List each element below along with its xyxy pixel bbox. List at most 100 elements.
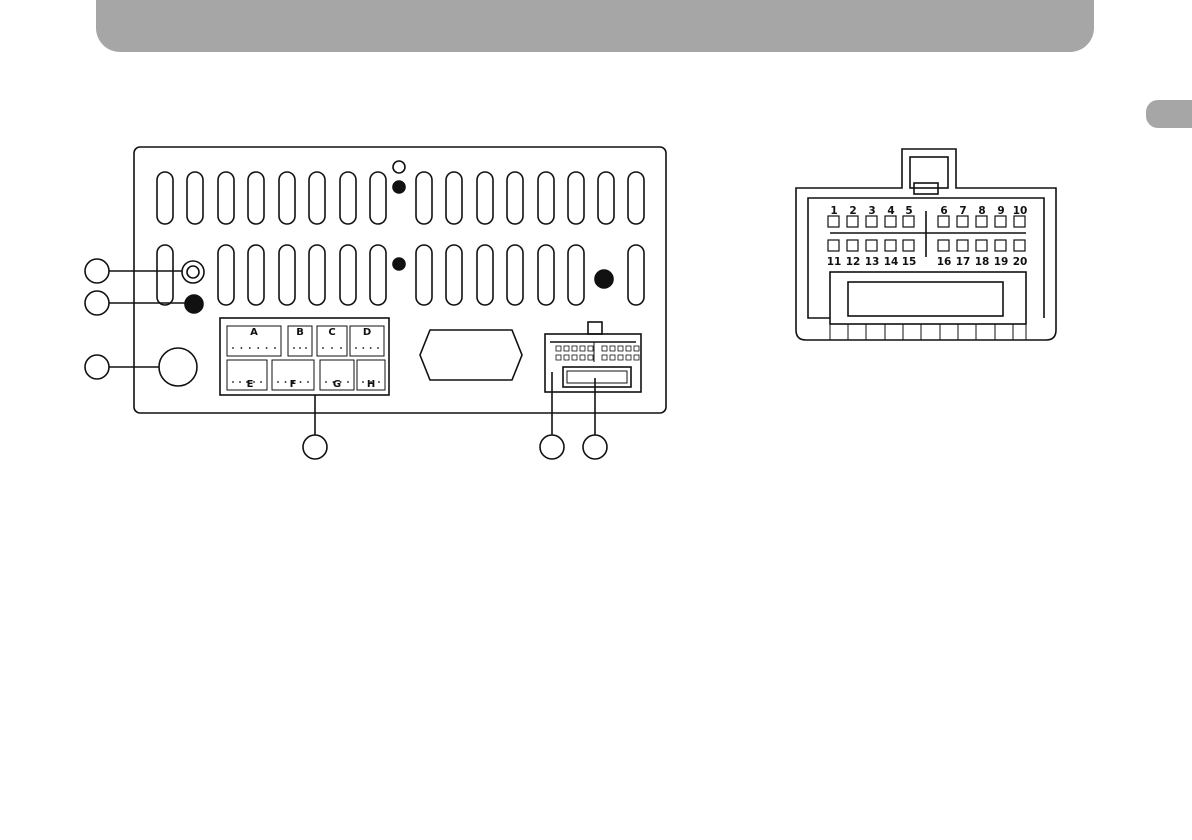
pin-label: 12 bbox=[846, 256, 861, 268]
socket-pin bbox=[626, 355, 631, 360]
vent-slot bbox=[370, 245, 386, 305]
vent-slot bbox=[416, 245, 432, 305]
plug-pin bbox=[239, 381, 241, 383]
screw-hole-middle bbox=[393, 258, 405, 270]
plug-pin bbox=[370, 347, 372, 349]
plug-pin bbox=[299, 347, 301, 349]
pin-label: 11 bbox=[827, 256, 842, 268]
vent-slot bbox=[446, 172, 462, 224]
callout-circle-3 bbox=[85, 355, 109, 379]
pin-square bbox=[976, 216, 987, 227]
vent-slot bbox=[568, 245, 584, 305]
plug-pin bbox=[307, 381, 309, 383]
oval-opening bbox=[420, 330, 522, 380]
plug-pin bbox=[274, 347, 276, 349]
plug-pin bbox=[362, 347, 364, 349]
pin-square bbox=[866, 240, 877, 251]
connector-label: H bbox=[367, 379, 375, 390]
socket-pin bbox=[580, 355, 585, 360]
iso-socket-small bbox=[545, 322, 641, 392]
socket-pin bbox=[602, 355, 607, 360]
pin-square bbox=[903, 240, 914, 251]
plug-pin bbox=[362, 381, 364, 383]
vent-slot bbox=[538, 172, 554, 224]
socket-pin bbox=[556, 355, 561, 360]
vent-slot bbox=[507, 245, 523, 305]
plug-pin bbox=[322, 347, 324, 349]
connector-label: F bbox=[290, 379, 297, 390]
socket-pin bbox=[618, 346, 623, 351]
plug-pin bbox=[249, 347, 251, 349]
vent-slot bbox=[157, 172, 173, 224]
socket-pin bbox=[626, 346, 631, 351]
connector-label: E bbox=[247, 379, 254, 390]
pin-label: 19 bbox=[994, 256, 1009, 268]
socket-pin bbox=[556, 346, 561, 351]
vent-slot bbox=[340, 245, 356, 305]
pin-square bbox=[828, 216, 839, 227]
pin-square bbox=[828, 240, 839, 251]
socket-pins bbox=[556, 346, 639, 360]
vent-slot bbox=[446, 245, 462, 305]
plug-pin bbox=[347, 381, 349, 383]
plug-pin bbox=[378, 381, 380, 383]
vent-slot bbox=[279, 245, 295, 305]
top-hole bbox=[393, 161, 405, 173]
pin-square bbox=[847, 240, 858, 251]
vent-slot bbox=[340, 172, 356, 224]
plug-pin bbox=[331, 347, 333, 349]
plug-pin bbox=[325, 381, 327, 383]
vent-slot bbox=[279, 172, 295, 224]
pin-label: 17 bbox=[956, 256, 971, 268]
lower-slot-inner bbox=[848, 282, 1003, 316]
vent-slot bbox=[248, 245, 264, 305]
socket-pin bbox=[572, 346, 577, 351]
socket-pin bbox=[588, 346, 593, 351]
vent-slot bbox=[628, 245, 644, 305]
pinout-connector bbox=[796, 149, 1056, 340]
vent-slot bbox=[309, 172, 325, 224]
socket-pin bbox=[618, 355, 623, 360]
plug-pin bbox=[257, 347, 259, 349]
pin-label: 1 bbox=[830, 205, 837, 217]
vent-slot bbox=[309, 245, 325, 305]
pin-square bbox=[847, 216, 858, 227]
pin-square bbox=[1014, 240, 1025, 251]
plug-pin bbox=[340, 347, 342, 349]
pin-label: 6 bbox=[940, 205, 947, 217]
vent-slot bbox=[218, 245, 234, 305]
socket-latch bbox=[588, 322, 602, 334]
plug-pin bbox=[355, 347, 357, 349]
socket-pin bbox=[580, 346, 585, 351]
vent-slot bbox=[598, 172, 614, 224]
callout-circle-1 bbox=[85, 259, 109, 283]
pin-square bbox=[866, 216, 877, 227]
pin-square bbox=[995, 240, 1006, 251]
vent-slot bbox=[538, 245, 554, 305]
screw-hole-upper bbox=[393, 181, 405, 193]
plug-pin bbox=[232, 347, 234, 349]
pin-label: 5 bbox=[905, 205, 912, 217]
pin-square bbox=[885, 216, 896, 227]
pin-square bbox=[995, 216, 1006, 227]
plug-pin bbox=[293, 347, 295, 349]
pin-label: 2 bbox=[849, 205, 856, 217]
fan-hole bbox=[159, 348, 197, 386]
pin-square bbox=[938, 240, 949, 251]
vent-slot bbox=[477, 172, 493, 224]
plug-pin bbox=[377, 347, 379, 349]
connector-label: D bbox=[363, 327, 371, 338]
pin-label: 18 bbox=[975, 256, 990, 268]
vent-slot bbox=[628, 172, 644, 224]
socket-pin bbox=[610, 355, 615, 360]
socket-pin bbox=[602, 346, 607, 351]
connector-label: G bbox=[333, 379, 341, 390]
connector-label: B bbox=[296, 327, 304, 338]
callout-circle-5 bbox=[540, 435, 564, 459]
vent-slot bbox=[218, 172, 234, 224]
socket-pin bbox=[572, 355, 577, 360]
socket-pin bbox=[564, 355, 569, 360]
pin-label: 20 bbox=[1013, 256, 1028, 268]
screw-hole-right bbox=[595, 270, 613, 288]
